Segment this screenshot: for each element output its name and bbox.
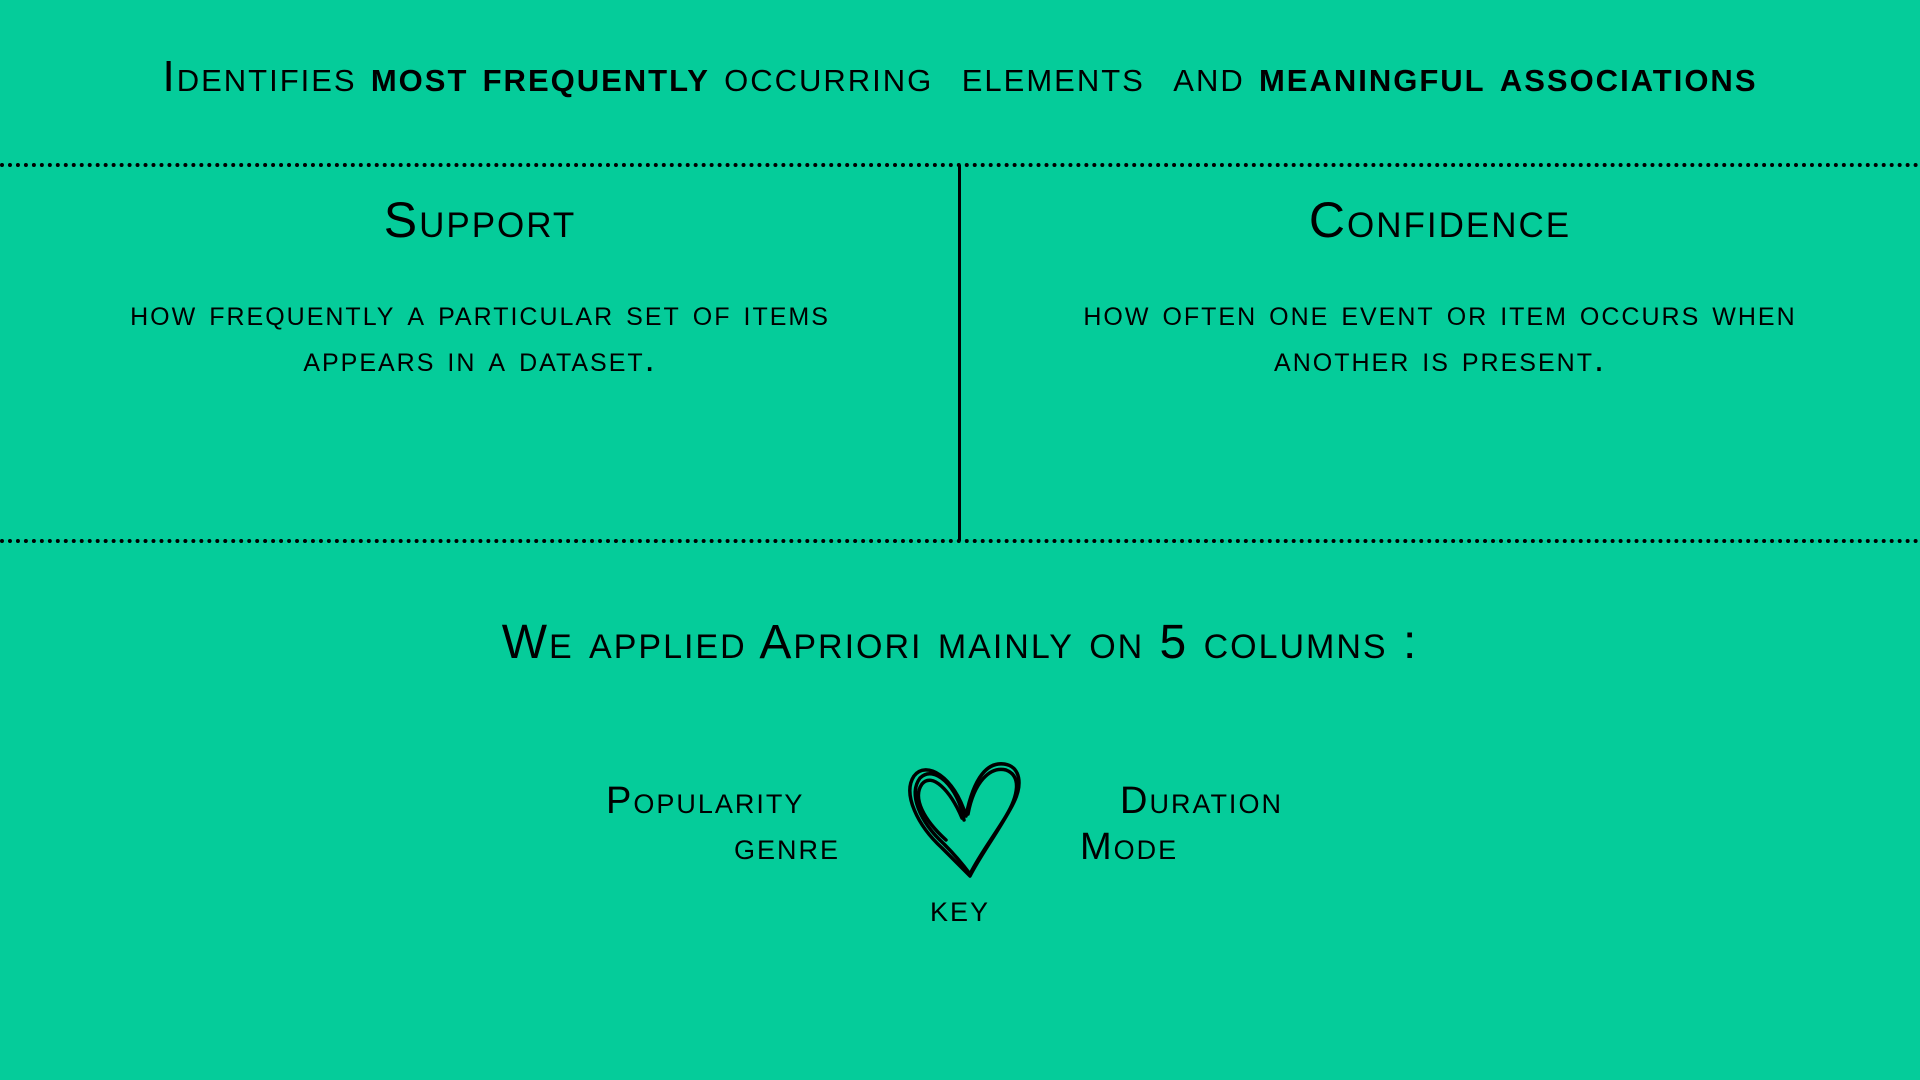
heart-icon (908, 762, 1021, 878)
headline-part-1: Identifies (162, 52, 371, 101)
support-description: how frequently a particular set of items… (130, 292, 830, 379)
column-mode: Mode (1080, 826, 1179, 868)
column-key: key (930, 888, 991, 930)
column-genre: genre (734, 826, 841, 868)
apriori-statement: We applied Apriori mainly on 5 columns : (501, 616, 1419, 669)
confidence-title: Confidence (1308, 192, 1572, 248)
support-title: Support (383, 192, 577, 248)
column-duration: Duration (1120, 780, 1283, 822)
column-popularity: Popularity (606, 780, 805, 822)
vertical-divider (958, 165, 961, 541)
confidence-description: how often one event or item occurs when … (1083, 292, 1797, 379)
headline: Identifies most frequently occurring ele… (0, 52, 1920, 102)
headline-part-2: occurring elements and (709, 52, 1259, 101)
headline-emphasis-1: most frequently (370, 52, 710, 101)
headline-emphasis-2: meaningful associations (1258, 52, 1758, 101)
bottom-dotted-divider (0, 539, 1920, 543)
support-panel: Support how frequently a particular set … (0, 190, 960, 382)
confidence-panel: Confidence how often one event or item o… (960, 190, 1920, 382)
